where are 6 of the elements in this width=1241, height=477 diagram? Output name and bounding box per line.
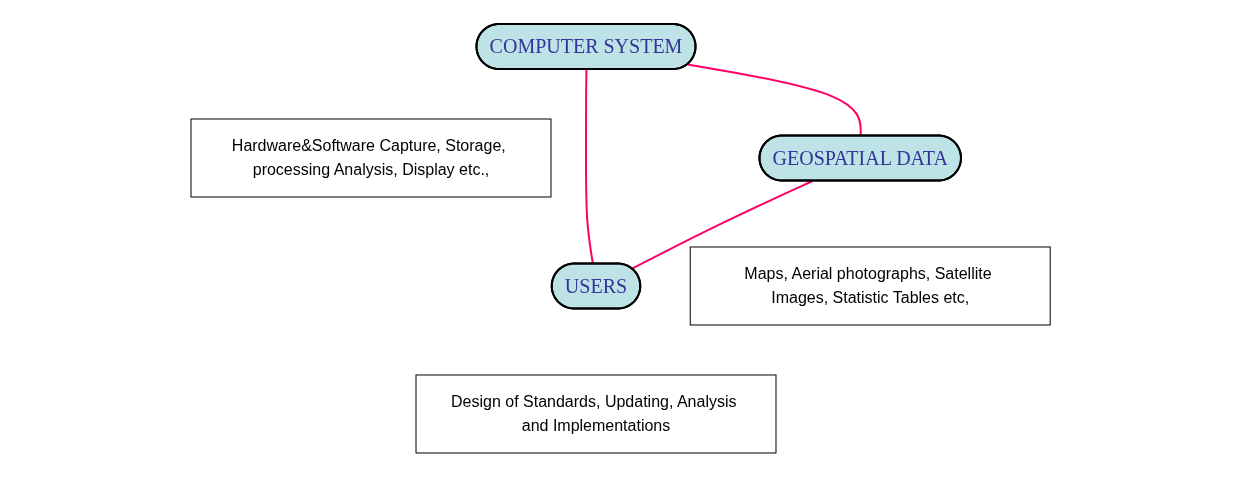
connector: [630, 180, 814, 270]
node-box: Maps, Aerial photographs, Satellite Images, Statistic Tables etc,: [689, 246, 1051, 326]
node-box: Hardware&Software Capture, Storage, processing Analysis, Display etc.,: [190, 118, 552, 198]
connector: [584, 68, 594, 265]
connector: [686, 63, 862, 137]
node-box: Design of Standards, Updating, Analysis and Implementations: [415, 374, 777, 454]
